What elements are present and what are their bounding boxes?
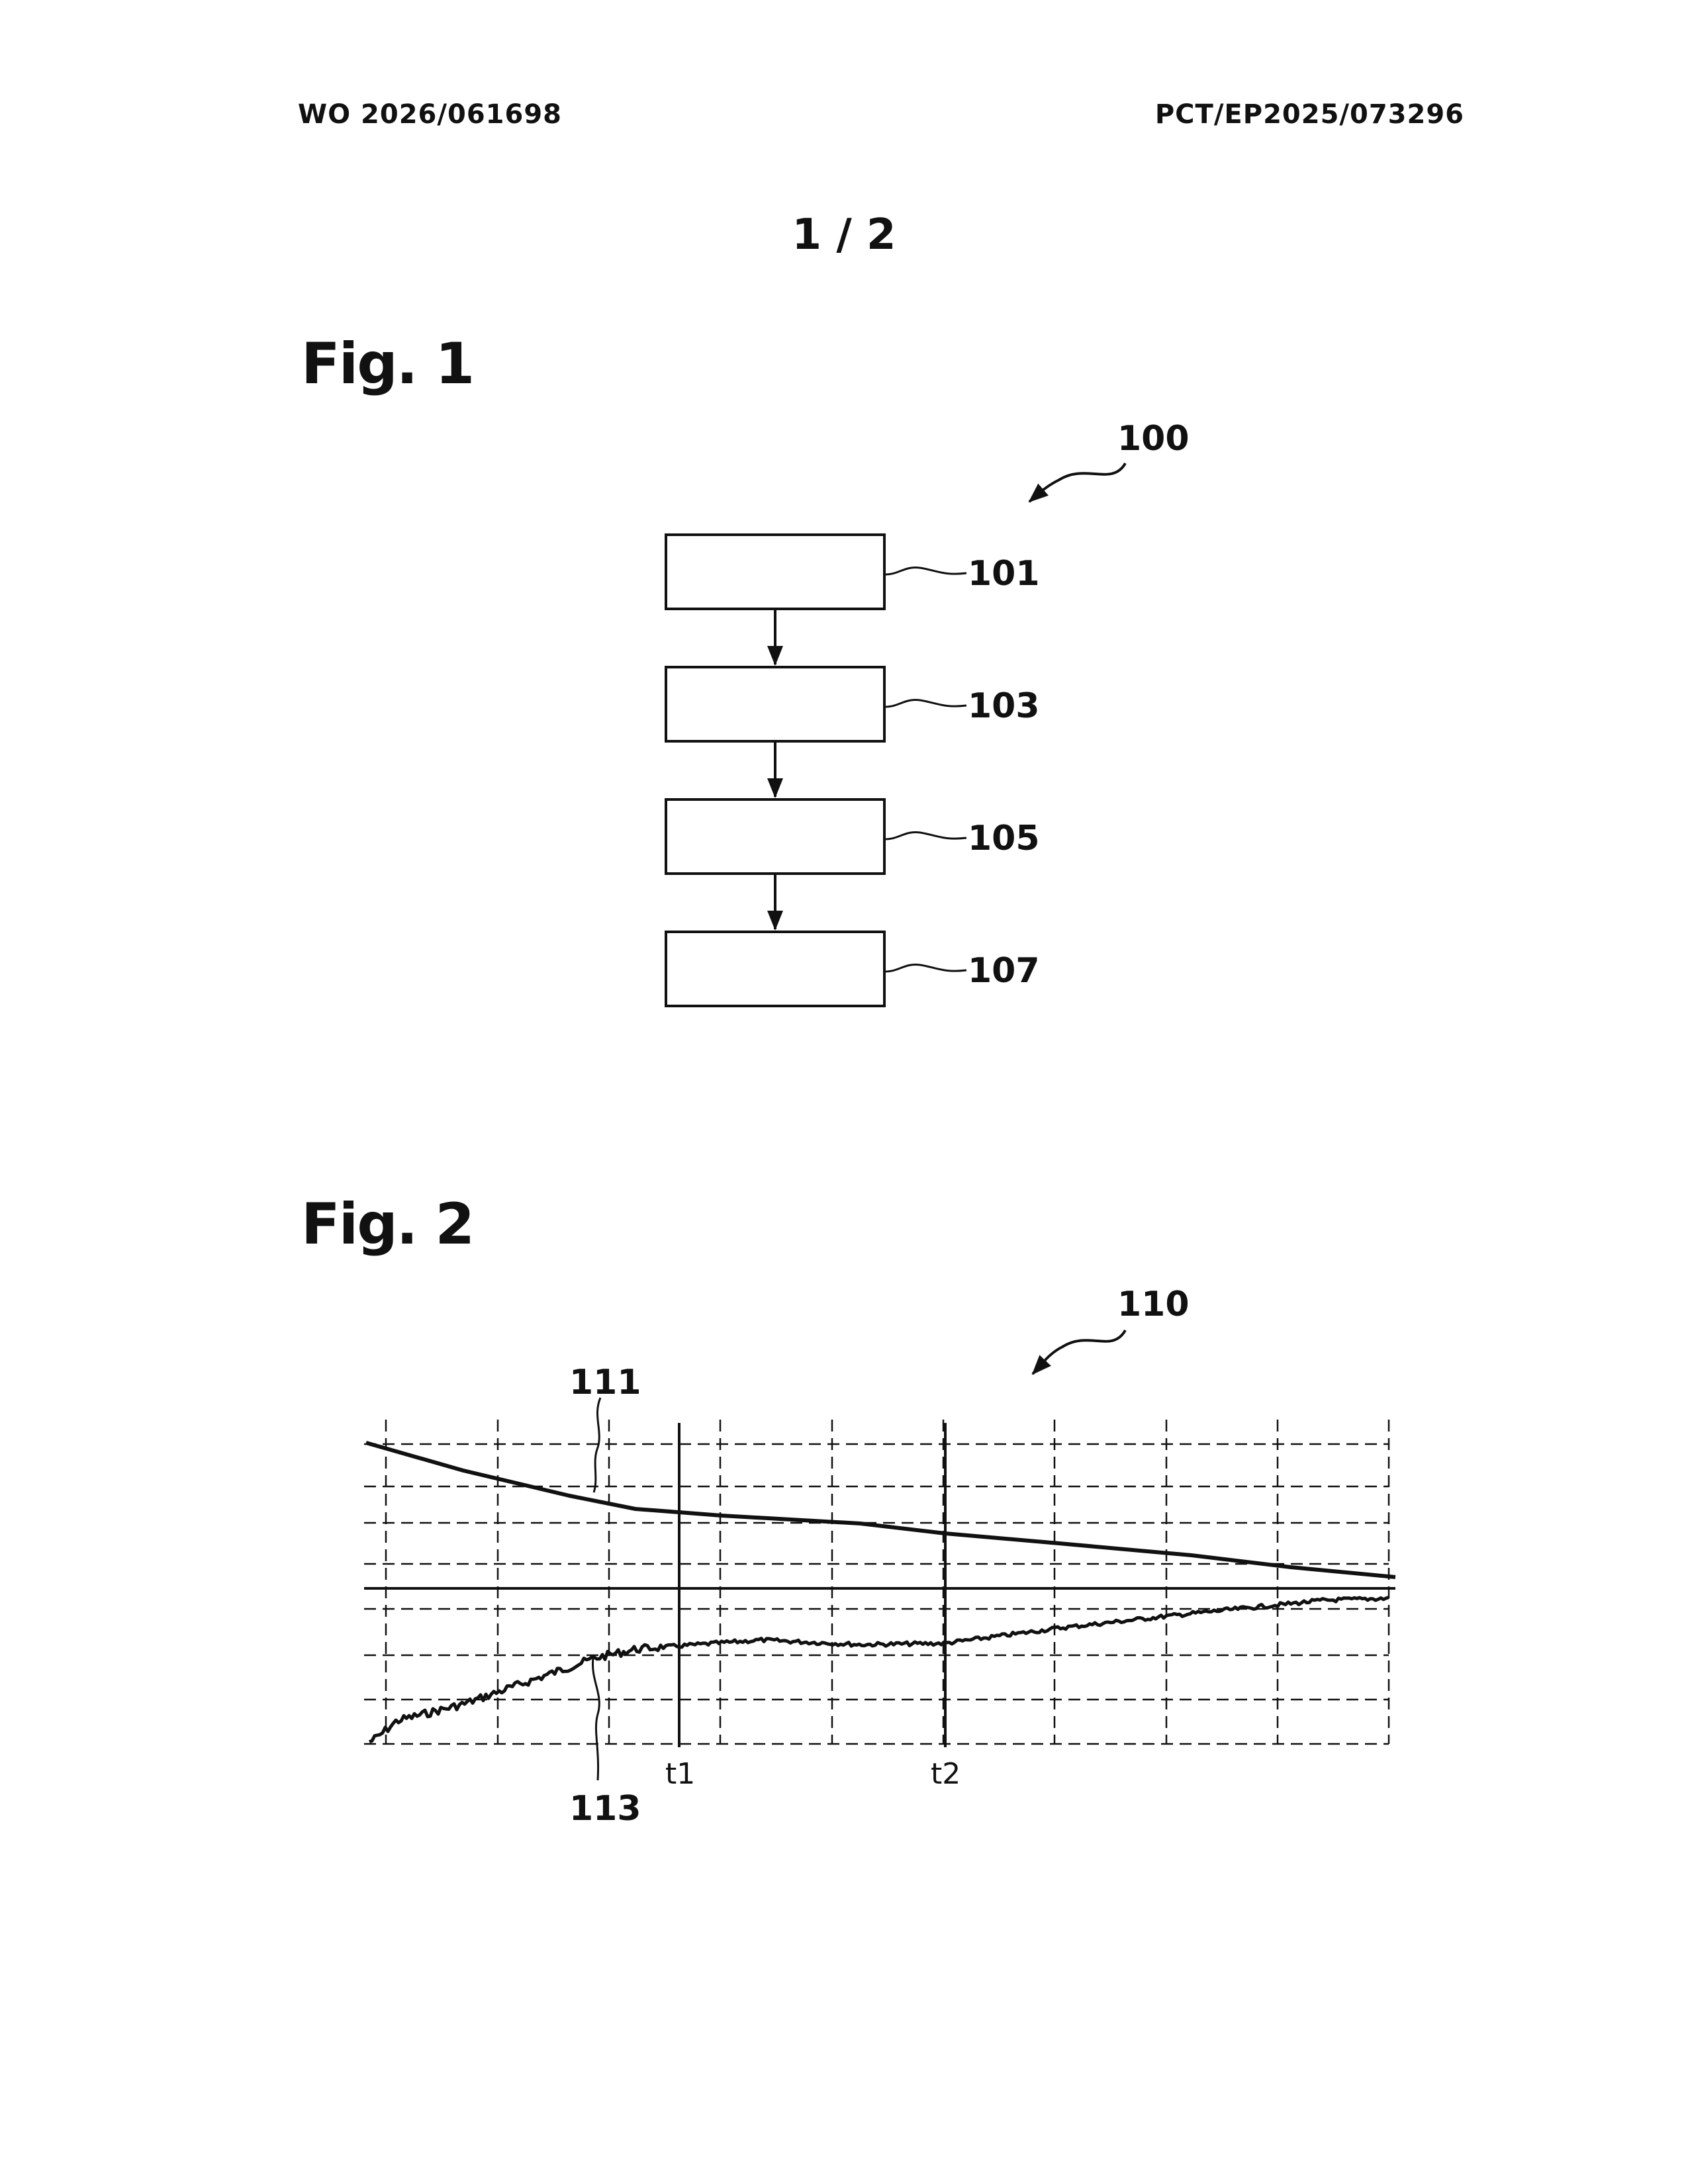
fig1-flowchart: 100 101 103 105 107 xyxy=(666,419,1190,1006)
signal-curve-113 xyxy=(369,1598,1389,1742)
fig2-ref-label: 110 xyxy=(1117,1285,1190,1324)
grid-horizontal xyxy=(364,1444,1389,1744)
fig2-ref-arrow xyxy=(1033,1330,1125,1374)
leader-line-111 xyxy=(594,1398,600,1492)
step-box-2 xyxy=(666,667,884,741)
curve-ref-111: 111 xyxy=(569,1363,641,1402)
leader-line-103 xyxy=(884,700,966,707)
leader-line-107 xyxy=(884,965,966,972)
marker-label-t2: t2 xyxy=(931,1757,961,1791)
fig2-plot: 110 t1 xyxy=(364,1285,1395,1829)
signal-curve-111 xyxy=(366,1443,1395,1577)
fig1-ref-arrow xyxy=(1029,463,1125,502)
curve-ref-113: 113 xyxy=(569,1789,641,1829)
leader-line-113 xyxy=(592,1658,599,1780)
step-ref-101: 101 xyxy=(968,554,1040,594)
marker-label-t1: t1 xyxy=(665,1757,695,1791)
leader-line-101 xyxy=(884,568,966,574)
grid-vertical xyxy=(386,1420,1389,1744)
step-box-4 xyxy=(666,932,884,1006)
fig1-ref-label: 100 xyxy=(1117,419,1190,459)
step-ref-105: 105 xyxy=(968,819,1040,858)
step-box-1 xyxy=(666,535,884,609)
step-box-3 xyxy=(666,799,884,874)
step-ref-107: 107 xyxy=(968,951,1040,991)
step-ref-103: 103 xyxy=(968,686,1040,726)
leader-line-105 xyxy=(884,833,966,839)
